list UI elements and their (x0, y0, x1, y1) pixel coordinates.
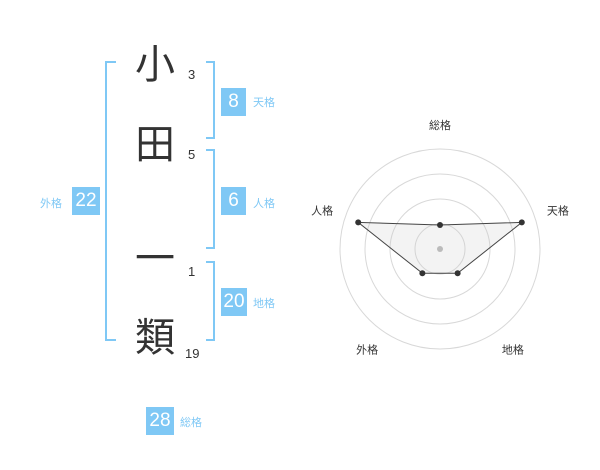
stroke-count-2: 5 (188, 147, 196, 162)
tenkaku-label: 天格 (253, 96, 275, 109)
jinkaku-bracket (206, 149, 215, 249)
radar-axis-label-3: 地格 (502, 342, 524, 356)
radar-axis-label-1: 総格 (429, 118, 451, 132)
radar-point-4 (419, 270, 426, 277)
chikaku-label: 地格 (253, 297, 275, 310)
radar-axis-label-2: 天格 (547, 204, 569, 218)
radar-ring-2 (389, 198, 491, 300)
radar-point-2 (518, 219, 525, 226)
gaikaku-label: 外格 (40, 197, 62, 210)
tenkaku-value: 8 (221, 88, 246, 116)
name-char-2: 田 (135, 122, 175, 168)
radar-rings (339, 148, 541, 350)
tenkaku-bracket (206, 61, 215, 139)
radar-point-3 (454, 270, 461, 277)
stroke-count-3: 1 (188, 264, 196, 279)
jinkaku-value: 6 (221, 187, 246, 215)
gaikaku-value: 22 (72, 187, 100, 215)
stroke-count-1: 3 (188, 67, 196, 82)
soukaku-label: 総格 (180, 416, 202, 429)
jinkaku-label: 人格 (253, 197, 275, 210)
stroke-count-4: 19 (185, 346, 200, 361)
radar-ring-3 (364, 173, 516, 325)
radar-points (355, 219, 525, 277)
name-char-3: 一 (135, 236, 175, 282)
chikaku-bracket (206, 261, 215, 341)
name-char-1: 小 (135, 42, 175, 88)
radar-point-5 (355, 219, 362, 226)
radar-axis-label-5: 人格 (311, 204, 333, 218)
radar-ring-4 (339, 148, 541, 350)
radar-point-1 (437, 222, 443, 228)
chikaku-value: 20 (221, 288, 247, 316)
name-char-4: 類 (135, 315, 175, 361)
gaikaku-bracket (105, 61, 116, 341)
soukaku-value: 28 (146, 407, 174, 435)
radar-axis-label-4: 外格 (356, 342, 378, 356)
radar-center-dot (437, 246, 443, 252)
